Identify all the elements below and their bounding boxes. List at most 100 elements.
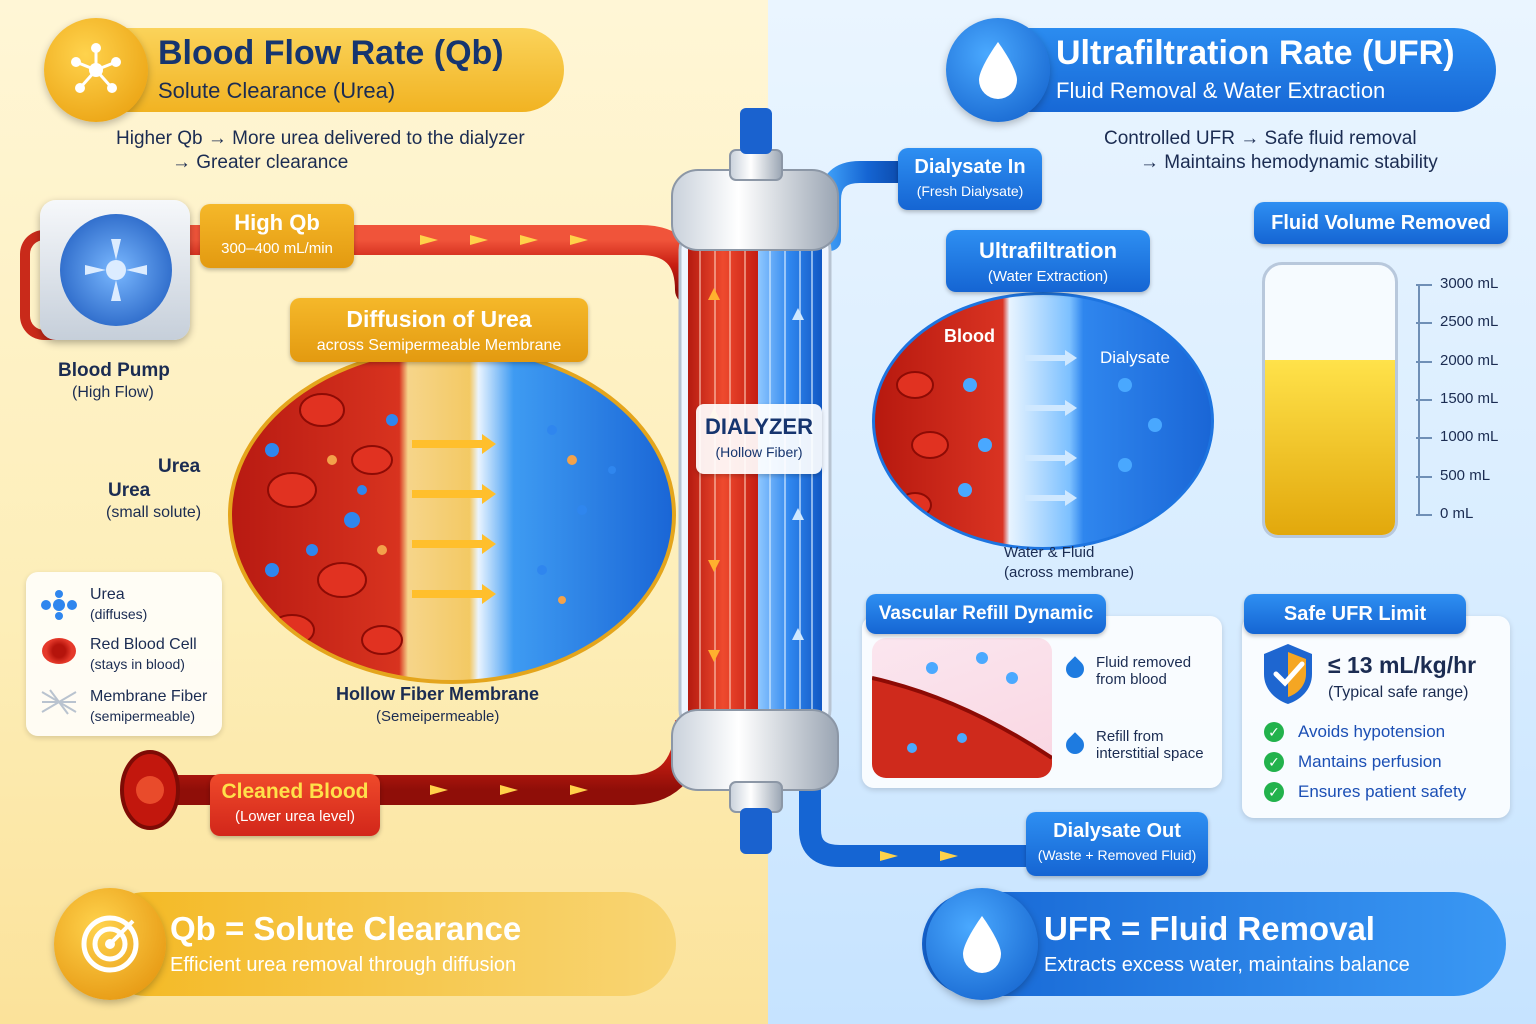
vascular-refill-card: Fluid removed from blood Refill from int… xyxy=(862,616,1222,788)
uf-water-sub: (across membrane) xyxy=(1004,564,1135,581)
safe-ufr-card: ≤ 13 mL/kg/hr (Typical safe range) ✓ Avo… xyxy=(1242,616,1510,818)
high-qb-tag: High Qb 300–400 mL/min xyxy=(200,204,354,268)
fluid-scale: 3000 mL 2500 mL 2000 mL 1500 mL 1000 mL 500 m… xyxy=(1416,275,1526,524)
scale-tick-label: 2500 mL xyxy=(1440,313,1499,331)
fluid-level xyxy=(1265,359,1395,535)
vascular-item1: Fluid removed from blood xyxy=(1096,654,1192,688)
scale-tick-label: 0 mL xyxy=(1440,505,1474,522)
footer-left-title: Qb = Solute Clearance xyxy=(170,910,522,947)
scale-tick xyxy=(1416,284,1432,286)
shield-check-icon xyxy=(1260,642,1316,711)
legend-urea-sub: (diffuses) xyxy=(90,606,148,622)
urea-label: Urea xyxy=(108,480,151,501)
dialysate-out-tag: Dialysate Out (Waste + Removed Fluid) xyxy=(1026,812,1208,876)
fluid-volume-title: Fluid Volume Removed xyxy=(1271,212,1491,234)
pump-sublabel: (High Flow) xyxy=(72,384,154,401)
vascular-refill-tag: Vascular Refill Dynamic xyxy=(866,594,1106,634)
fluid-volume-tag: Fluid Volume Removed xyxy=(1254,202,1508,244)
ultrafiltration-title: Ultrafiltration xyxy=(978,238,1118,263)
refill-drop-icon xyxy=(1062,732,1088,758)
cleaned-blood-tag: Cleaned Blood (Lower urea level) xyxy=(210,774,380,836)
scale-tick xyxy=(1416,399,1432,401)
footer-left-sub: Efficient urea removal through diffusion xyxy=(170,954,517,976)
dialysate-in-label: Dialysate In xyxy=(914,156,1026,178)
left-note-line1: Higher Qb → More urea delivered to the d… xyxy=(116,128,525,149)
diffusion-tag: Diffusion of Urea across Semipermeable M… xyxy=(290,298,588,362)
diffusion-title: Diffusion of Urea xyxy=(346,306,532,332)
footer-right: UFR = Fluid Removal Extracts excess wate… xyxy=(882,888,1506,1000)
fluid-bag xyxy=(1262,262,1398,538)
legend: Urea (diffuses) Red Blood Cell (stays in… xyxy=(26,572,222,736)
dialysate-in-sublabel: (Fresh Dialysate) xyxy=(916,183,1024,199)
scale-tick-label: 3000 mL xyxy=(1440,275,1499,292)
dialysate-out-label: Dialysate Out xyxy=(1053,820,1181,842)
left-title: Blood Flow Rate (Qb) xyxy=(158,34,504,72)
scale-tick-label: 2000 mL xyxy=(1440,351,1499,369)
safe-ufr-title: Safe UFR Limit xyxy=(1283,603,1427,625)
left-note-line2: → Greater clearance xyxy=(172,152,349,173)
scale-tick-label: 500 mL xyxy=(1440,466,1491,484)
uf-dialysate-label: Dialysate xyxy=(1100,348,1170,367)
urea-molecule-icon xyxy=(40,590,78,625)
vascular-item2: Refill from interstitial space xyxy=(1096,728,1204,762)
dialysate-out-sublabel: (Waste + Removed Fluid) xyxy=(1037,847,1197,863)
safe-ufr-tag: Safe UFR Limit xyxy=(1244,594,1466,634)
diffusion-panel xyxy=(228,346,676,684)
target-icon xyxy=(54,888,166,1000)
dialyzer-sublabel: (Hollow Fiber) xyxy=(715,444,803,460)
footer-right-title: UFR = Fluid Removal xyxy=(1044,910,1375,947)
fluid-removed-drop-icon xyxy=(1062,656,1088,682)
ultrafiltration-subtitle: (Water Extraction) xyxy=(987,268,1109,285)
safe-ufr-sub: (Typical safe range) xyxy=(1328,684,1469,701)
pump-label: Blood Pump xyxy=(58,360,170,381)
right-note-line2: → Maintains hemodynamic stability xyxy=(1140,152,1438,173)
left-subtitle: Solute Clearance (Urea) xyxy=(158,78,396,103)
scale-tick xyxy=(1416,322,1432,325)
scale-tick xyxy=(1416,437,1432,440)
diffusion-subtitle: across Semipermeable Membrane xyxy=(316,337,562,354)
check-icon: ✓ xyxy=(1264,722,1284,742)
water-drop-icon xyxy=(946,18,1050,122)
scale-tick-label: 1500 mL xyxy=(1440,390,1499,407)
right-header: Ultrafiltration Rate (UFR) Fluid Removal… xyxy=(946,18,1496,122)
left-header: Blood Flow Rate (Qb) Solute Clearance (U… xyxy=(44,18,564,122)
safe-ufr-value: ≤ 13 mL/kg/hr xyxy=(1328,652,1477,678)
footer-left: Qb = Solute Clearance Efficient urea rem… xyxy=(54,888,676,1000)
blood-pump-graphic xyxy=(20,200,190,350)
legend-rbc-sub: (stays in blood) xyxy=(90,656,185,672)
safe-ufr-check2: Mantains perfusion xyxy=(1298,752,1442,771)
red-blood-cell-icon xyxy=(42,638,76,664)
cleaned-blood-label: Cleaned Blood xyxy=(221,780,369,803)
right-subtitle: Fluid Removal & Water Extraction xyxy=(1056,78,1386,103)
scale-tick xyxy=(1416,514,1432,516)
ultrafiltration-panel xyxy=(872,292,1214,550)
scale-tick xyxy=(1416,360,1432,363)
uf-water-label: Water & Fluid xyxy=(1004,544,1095,561)
scale-tick xyxy=(1416,475,1432,478)
dialyzer-label-box: DIALYZER (Hollow Fiber) xyxy=(696,404,822,474)
water-drop-icon xyxy=(926,888,1038,1000)
right-title: Ultrafiltration Rate (UFR) xyxy=(1056,34,1455,72)
scale-tick-label: 1000 mL xyxy=(1440,428,1499,446)
right-note-line1: Controlled UFR → Safe fluid removal xyxy=(1104,128,1417,149)
legend-rbc-label: Red Blood Cell xyxy=(90,636,197,653)
dialyzer-label: DIALYZER xyxy=(705,414,813,439)
cleaned-blood-sublabel: (Lower urea level) xyxy=(234,808,356,825)
membrane-sublabel: (Semeipermeable) xyxy=(376,708,500,725)
membrane-label: Hollow Fiber Membrane xyxy=(336,684,540,704)
dialysate-in-tag: Dialysate In (Fresh Dialysate) xyxy=(898,148,1042,210)
ultrafiltration-tag: Ultrafiltration (Water Extraction) xyxy=(946,230,1150,292)
safe-ufr-check1: Avoids hypotension xyxy=(1298,722,1446,741)
legend-fiber-sub: (semipermeable) xyxy=(90,708,196,724)
legend-urea-label: Urea xyxy=(90,586,125,603)
check-icon: ✓ xyxy=(1264,782,1284,802)
legend-fiber-label: Membrane Fiber xyxy=(90,688,208,705)
high-qb-value: 300–400 mL/min xyxy=(221,240,333,257)
vessel-illustration xyxy=(872,638,1052,778)
footer-right-sub: Extracts excess water, maintains balance xyxy=(1044,954,1410,976)
high-qb-label: High Qb xyxy=(234,210,320,235)
membrane-fiber-icon xyxy=(40,688,78,721)
uf-blood-label: Blood xyxy=(944,326,995,346)
safe-ufr-check3: Ensures patient safety xyxy=(1298,782,1467,801)
